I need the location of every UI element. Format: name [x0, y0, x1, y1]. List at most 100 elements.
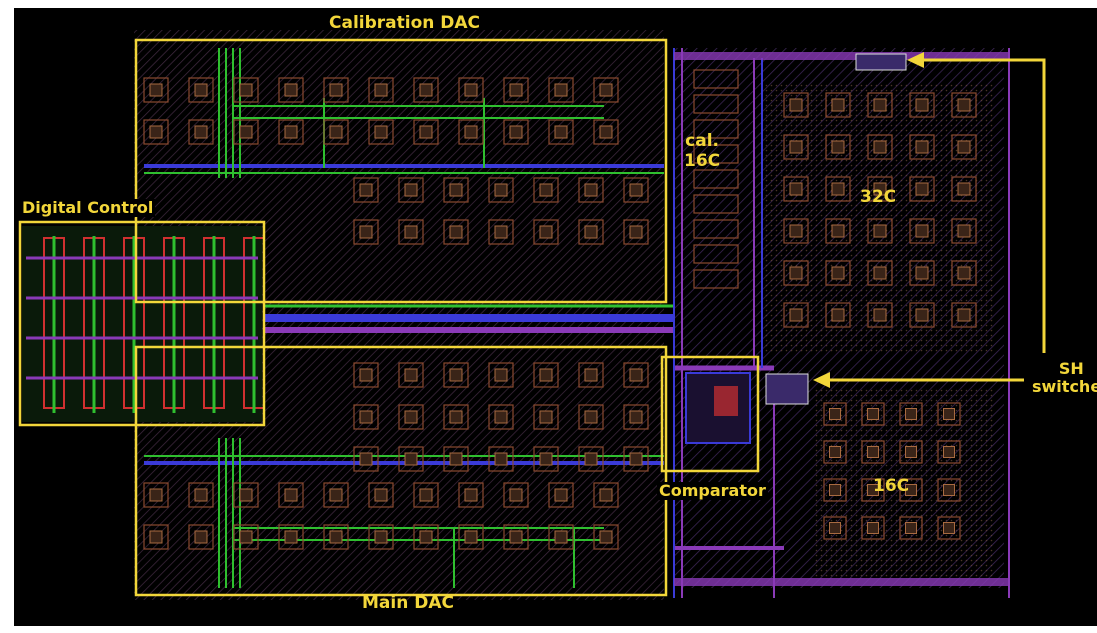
- capacitor-cell: [909, 302, 935, 328]
- capacitor-plate: [831, 140, 845, 154]
- capacitor-plate: [867, 484, 879, 496]
- cap-32c-label: 32C: [860, 187, 897, 207]
- calibration-dac-label: Calibration DAC: [329, 13, 481, 33]
- capacitor-cell: [398, 404, 424, 430]
- capacitor-cell: [861, 402, 885, 426]
- capacitor-plate: [494, 368, 508, 382]
- capacitor-plate: [629, 183, 643, 197]
- capacitor-plate: [494, 225, 508, 239]
- capacitor-cell: [533, 404, 559, 430]
- main-dac-label: Main DAC: [362, 593, 454, 613]
- capacitor-plate: [873, 98, 887, 112]
- capacitor-cell: [143, 77, 169, 103]
- capacitor-plate: [464, 530, 478, 544]
- sh-switch-top: [855, 53, 907, 71]
- capacitor-cell: [503, 119, 529, 145]
- capacitor-plate: [943, 446, 955, 458]
- capacitor-plate: [584, 183, 598, 197]
- capacitor-cell: [353, 219, 379, 245]
- capacitor-plate: [584, 368, 598, 382]
- capacitor-plate: [374, 530, 388, 544]
- capacitor-plate: [905, 522, 917, 534]
- capacitor-plate: [915, 140, 929, 154]
- capacitor-cell: [353, 177, 379, 203]
- capacitor-cell: [368, 119, 394, 145]
- capacitor-plate: [915, 224, 929, 238]
- cal-cap-cell: [693, 119, 739, 139]
- capacitor-cell: [783, 134, 809, 160]
- capacitor-cell: [951, 92, 977, 118]
- capacitor-cell: [593, 77, 619, 103]
- capacitor-plate: [873, 182, 887, 196]
- capacitor-cell: [413, 119, 439, 145]
- capacitor-cell: [899, 440, 923, 464]
- capacitor-plate: [374, 125, 388, 139]
- capacitor-plate: [905, 484, 917, 496]
- capacitor-plate: [831, 98, 845, 112]
- capacitor-cell: [323, 482, 349, 508]
- capacitor-plate: [915, 266, 929, 280]
- sh-switches-label: SH switches: [1032, 359, 1097, 397]
- capacitor-plate: [957, 266, 971, 280]
- capacitor-cell: [323, 77, 349, 103]
- comparator-label: Comparator: [657, 481, 768, 501]
- capacitor-cell: [278, 482, 304, 508]
- capacitor-plate: [873, 308, 887, 322]
- sh-arrow-top-line: [914, 58, 1046, 353]
- cal-cap-cell: [693, 94, 739, 114]
- capacitor-plate: [829, 484, 841, 496]
- capacitor-plate: [629, 452, 643, 466]
- capacitor-cell: [823, 402, 847, 426]
- capacitor-cell: [353, 404, 379, 430]
- capacitor-cells: [22, 53, 977, 550]
- capacitor-cell: [398, 362, 424, 388]
- capacitor-plate: [905, 408, 917, 420]
- capacitor-cell: [578, 362, 604, 388]
- capacitor-cell: [783, 218, 809, 244]
- capacitor-cell: [278, 77, 304, 103]
- capacitor-cell: [233, 77, 259, 103]
- capacitor-plate: [599, 530, 613, 544]
- capacitor-plate: [789, 182, 803, 196]
- capacitor-plate: [329, 83, 343, 97]
- capacitor-cell: [233, 482, 259, 508]
- capacitor-plate: [509, 83, 523, 97]
- capacitor-cell: [825, 302, 851, 328]
- capacitor-cell: [867, 260, 893, 286]
- capacitor-plate: [789, 308, 803, 322]
- capacitor-cell: [188, 119, 214, 145]
- capacitor-cell: [143, 482, 169, 508]
- capacitor-cell: [488, 446, 514, 472]
- capacitor-plate: [419, 488, 433, 502]
- capacitor-plate: [943, 484, 955, 496]
- capacitor-plate: [404, 368, 418, 382]
- capacitor-cell: [458, 77, 484, 103]
- capacitor-plate: [239, 488, 253, 502]
- capacitor-plate: [539, 183, 553, 197]
- capacitor-cell: [899, 478, 923, 502]
- capacitor-plate: [831, 266, 845, 280]
- capacitor-cell: [867, 302, 893, 328]
- capacitor-plate: [329, 125, 343, 139]
- capacitor-cell: [368, 524, 394, 550]
- capacitor-plate: [194, 530, 208, 544]
- capacitor-cell: [783, 302, 809, 328]
- capacitor-cell: [488, 177, 514, 203]
- capacitor-plate: [873, 266, 887, 280]
- capacitor-cell: [825, 176, 851, 202]
- capacitor-plate: [449, 452, 463, 466]
- capacitor-plate: [449, 183, 463, 197]
- capacitor-cell: [623, 446, 649, 472]
- capacitor-plate: [831, 308, 845, 322]
- capacitor-cell: [488, 404, 514, 430]
- capacitor-cell: [503, 482, 529, 508]
- capacitor-cell: [783, 92, 809, 118]
- capacitor-plate: [419, 125, 433, 139]
- cal-16c-label: cal. 16C: [684, 131, 720, 171]
- capacitor-cell: [233, 524, 259, 550]
- capacitor-cell: [578, 177, 604, 203]
- capacitor-cell: [867, 176, 893, 202]
- capacitor-plate: [789, 266, 803, 280]
- capacitor-plate: [789, 224, 803, 238]
- capacitor-cell: [623, 219, 649, 245]
